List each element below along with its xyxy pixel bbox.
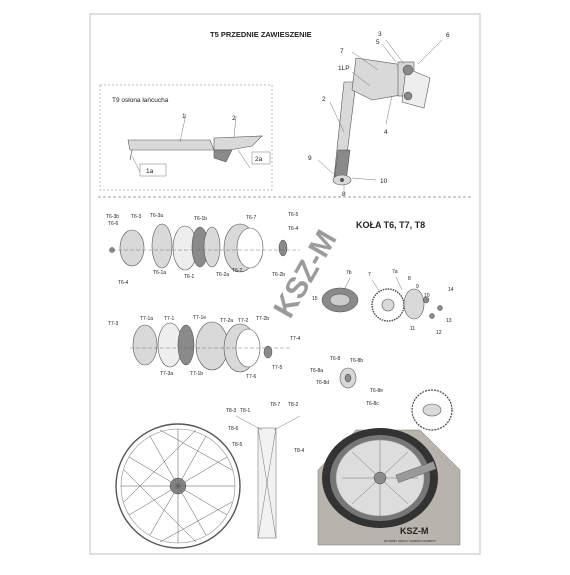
t7-hub-drawing bbox=[130, 321, 290, 373]
t6-label-2a: T6-2a bbox=[216, 272, 229, 278]
t8-label-2: T8-2 bbox=[288, 402, 299, 408]
t8-label-1: T8-1 bbox=[240, 408, 251, 414]
t6-label-3a: T6-3a bbox=[150, 213, 163, 219]
t7-label-3a: T7-3a bbox=[160, 371, 173, 377]
t6-label-5: T6-5 bbox=[288, 212, 299, 218]
t5-label-1lp: 1LP bbox=[338, 65, 350, 72]
t9-title: T9 osłona łańcucha bbox=[112, 97, 169, 104]
t7-label-4: T7-4 bbox=[290, 336, 301, 342]
t7-label-2a: T7-2a bbox=[220, 318, 233, 324]
t6-8-label-8: T6-8 bbox=[330, 356, 341, 362]
t6-label-6: T6-6 bbox=[108, 221, 119, 227]
t6-8-hub-drawing bbox=[339, 367, 453, 431]
t6-label-1b: T6-1b bbox=[194, 216, 207, 222]
t6-label-3b: T6-3b bbox=[106, 214, 119, 220]
t6-label-1: T6-1 bbox=[184, 274, 195, 280]
t6-label-7: T6-7 bbox=[246, 215, 257, 221]
t6-label-2b: T6-2b bbox=[272, 272, 285, 278]
t5-title: T5 PRZEDNIE ZAWIESZENIE bbox=[210, 30, 312, 39]
sprocket-label-14: 14 bbox=[448, 287, 454, 293]
t5-suspension-drawing bbox=[317, 39, 443, 190]
t6-label-2: T6-2 bbox=[232, 268, 243, 274]
t5-label-3: 3 bbox=[378, 31, 382, 38]
t8-label-7: T8-7 bbox=[270, 402, 281, 408]
t6-label-3: T6-3 bbox=[131, 214, 142, 220]
sprocket-label-10: 10 bbox=[424, 293, 430, 299]
sprocket-label-7a: 7a bbox=[392, 269, 398, 275]
t6-label-4b: T6-4 bbox=[118, 280, 129, 286]
t8-label-3: T8-3 bbox=[226, 408, 237, 414]
t5-label-8: 8 bbox=[342, 191, 346, 198]
t9-frame bbox=[99, 84, 273, 191]
wheel-photo bbox=[317, 428, 461, 546]
t6-8-label-8a: T6-8a bbox=[310, 368, 323, 374]
t5-label-4: 4 bbox=[384, 129, 388, 136]
t7-label-1: T7-1 bbox=[164, 316, 175, 322]
wheels-title: KOŁA T6, T7, T8 bbox=[356, 220, 425, 230]
t6-label-1a: T6-1a bbox=[153, 270, 166, 276]
t8-hub-drawing bbox=[235, 415, 301, 539]
t5-label-7: 7 bbox=[340, 48, 344, 55]
sprocket-assembly-drawing bbox=[321, 276, 443, 322]
t9-label-1a: 1a bbox=[146, 168, 154, 175]
t7-label-3: T7-3 bbox=[108, 321, 119, 327]
sprocket-label-15: 15 bbox=[312, 296, 318, 302]
t8-spoked-wheel-drawing bbox=[115, 423, 241, 549]
t7-label-1e: T7-1e bbox=[193, 315, 206, 321]
sprocket-label-11: 11 bbox=[410, 326, 415, 332]
t5-label-10: 10 bbox=[380, 178, 388, 185]
t6-hub-drawing bbox=[109, 223, 300, 273]
t8-label-6: T8-6 bbox=[228, 426, 239, 432]
t5-label-2: 2 bbox=[322, 96, 326, 103]
sprocket-label-12: 12 bbox=[436, 330, 442, 336]
sprocket-label-9: 9 bbox=[416, 284, 419, 290]
t8-label-5: T8-5 bbox=[232, 442, 243, 448]
sprocket-label-13: 13 bbox=[446, 318, 452, 324]
t5-label-6: 6 bbox=[446, 32, 450, 39]
t7-label-6: T7-6 bbox=[246, 374, 257, 380]
t6-8-label-8e: T6-8e bbox=[370, 388, 383, 394]
t9-label-1: 1 bbox=[182, 113, 186, 120]
logo-tagline: WYROBY ZDUNY OGRODY ROBOTY bbox=[384, 539, 436, 543]
t6-label-4a: T6-4 bbox=[288, 226, 299, 232]
t7-label-1b: T7-1b bbox=[190, 371, 203, 377]
logo-text: KSZ-M bbox=[400, 526, 429, 536]
t6-8-label-8d: T6-8d bbox=[316, 380, 329, 386]
t5-label-9: 9 bbox=[308, 155, 312, 162]
t9-label-2a: 2a bbox=[255, 156, 263, 163]
t7-label-2b: T7-2b bbox=[256, 316, 269, 322]
t7-label-5: T7-5 bbox=[272, 365, 283, 371]
t5-label-5: 5 bbox=[376, 39, 380, 46]
t6-8-label-8b: T6-8b bbox=[350, 358, 363, 364]
t8-label-4: T8-4 bbox=[294, 448, 305, 454]
t7-label-2: T7-2 bbox=[238, 318, 249, 324]
sprocket-label-7: 7 bbox=[368, 272, 371, 278]
t9-label-2: 2 bbox=[232, 115, 236, 122]
t6-8-label-8c: T6-8c bbox=[366, 401, 379, 407]
t9-chain-guard-drawing bbox=[127, 113, 271, 177]
sprocket-label-7b: 7b bbox=[346, 270, 352, 276]
t7-label-1a: T7-1a bbox=[140, 316, 153, 322]
sprocket-label-8: 8 bbox=[408, 276, 411, 282]
ksz-m-logo: KSZ-M WYROBY ZDUNY OGRODY ROBOTY bbox=[384, 526, 436, 543]
